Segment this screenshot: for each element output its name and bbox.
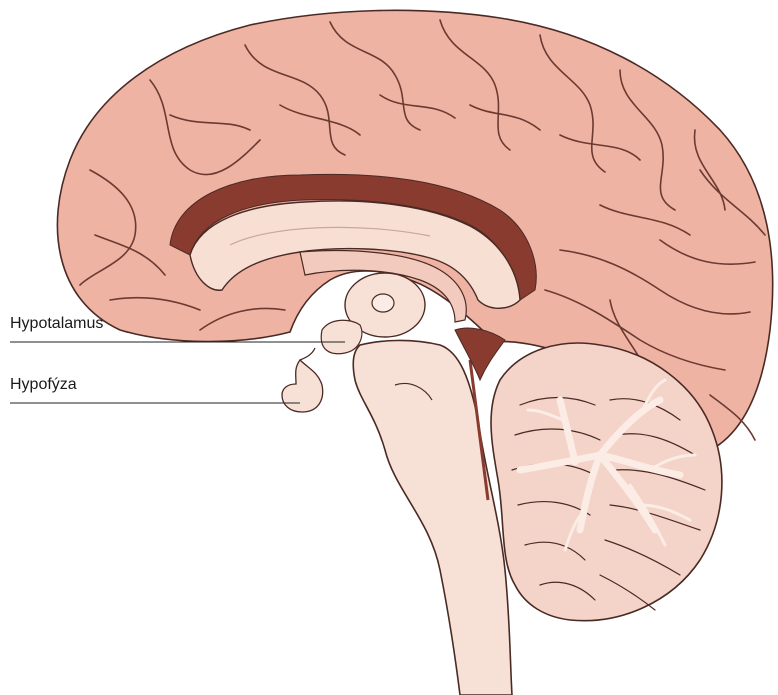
hypofyza-label: Hypofýza: [10, 377, 77, 393]
pituitary-gland: [282, 360, 323, 412]
hypothalamus: [321, 320, 362, 353]
brainstem: [353, 340, 512, 695]
hypotalamus-label: Hypotalamus: [10, 316, 103, 332]
